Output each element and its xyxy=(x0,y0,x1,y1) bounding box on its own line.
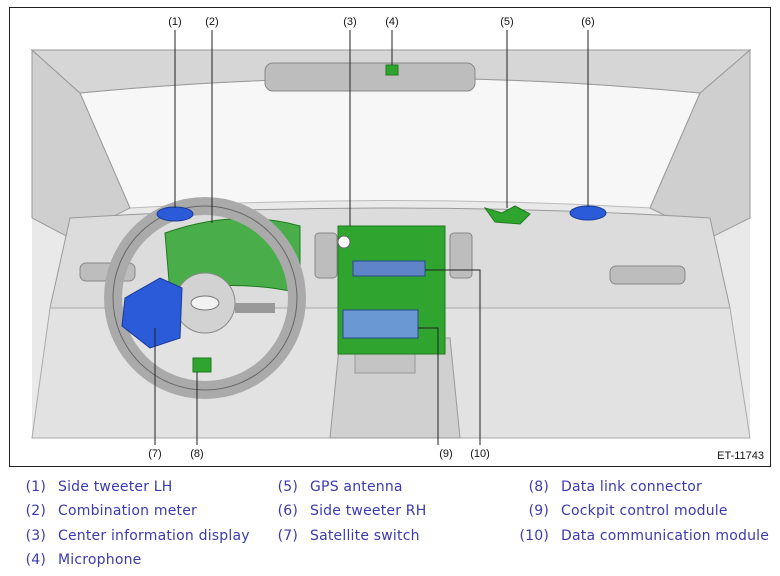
brand-emblem xyxy=(190,295,220,311)
callout-8: (8) xyxy=(190,448,204,460)
legend-label: Data link connector xyxy=(561,479,703,495)
callout-1: (1) xyxy=(168,16,182,28)
legend-number: (5) xyxy=(277,479,298,495)
legend-label: Side tweeter RH xyxy=(310,503,427,519)
legend-number: (3) xyxy=(25,528,46,544)
center-switch-panel xyxy=(354,352,416,374)
callout-10: (10) xyxy=(470,448,490,460)
callout-2: (2) xyxy=(205,16,219,28)
legend-item: (1) Side tweeter LH xyxy=(10,479,173,495)
legend-label: Side tweeter LH xyxy=(58,479,173,495)
leader-lines xyxy=(154,30,589,445)
legend-number: (7) xyxy=(277,528,298,544)
steering-wheel-outline xyxy=(112,205,298,391)
windshield xyxy=(79,77,701,209)
legend-label: GPS antenna xyxy=(310,479,403,495)
callout-4: (4) xyxy=(385,16,399,28)
microphone xyxy=(385,64,399,76)
side-tweeter-lh xyxy=(156,206,194,222)
legend-number: (10) xyxy=(519,528,549,544)
legend-number: (4) xyxy=(25,552,46,568)
callout-7: (7) xyxy=(148,448,162,460)
legend-item: (7) Satellite switch xyxy=(262,528,420,544)
legend-number: (1) xyxy=(25,479,46,495)
legend-item: (10) Data communication module xyxy=(513,528,769,544)
dashboard-illustration xyxy=(30,30,752,445)
legend-item: (3) Center information display xyxy=(10,528,250,544)
leader-line-9 xyxy=(418,327,439,445)
legend-item: (2) Combination meter xyxy=(10,503,197,519)
legend-label: Cockpit control module xyxy=(561,503,728,519)
data-communication-module xyxy=(352,260,426,277)
side-tweeter-rh xyxy=(569,205,607,221)
data-link-connector xyxy=(192,357,212,373)
legend-number: (6) xyxy=(277,503,298,519)
callout-6: (6) xyxy=(581,16,595,28)
leader-line-10 xyxy=(425,269,481,445)
legend-label: Data communication module xyxy=(561,528,770,544)
satellite-switch xyxy=(121,277,183,349)
legend-label: Satellite switch xyxy=(310,528,420,544)
callout-9: (9) xyxy=(439,448,453,460)
legend-item: (6) Side tweeter RH xyxy=(262,503,427,519)
vent-center-left xyxy=(314,232,338,279)
vent-center-right xyxy=(449,232,473,279)
gps-antenna xyxy=(483,205,531,225)
legend-item: (8) Data link connector xyxy=(513,479,702,495)
legend-number: (2) xyxy=(25,503,46,519)
figure-code: ET-11743 xyxy=(717,450,764,462)
callout-3: (3) xyxy=(343,16,357,28)
legend-label: Microphone xyxy=(58,552,142,568)
legend-item: (5) GPS antenna xyxy=(262,479,403,495)
dashboard-diagram: (1) (2) (3) (4) (5) (6) (7) (8) (9) (10)… xyxy=(9,7,771,467)
legend-item: (4) Microphone xyxy=(10,552,142,568)
legend-label: Combination meter xyxy=(58,503,197,519)
legend-label: Center information display xyxy=(58,528,250,544)
legend-number: (9) xyxy=(528,503,549,519)
vent-right xyxy=(609,265,686,285)
callout-5: (5) xyxy=(500,16,514,28)
display-knob xyxy=(337,235,351,249)
cockpit-control-module xyxy=(342,309,419,339)
legend-item: (9) Cockpit control module xyxy=(513,503,728,519)
legend-number: (8) xyxy=(528,479,549,495)
rearview-mirror xyxy=(264,62,476,92)
